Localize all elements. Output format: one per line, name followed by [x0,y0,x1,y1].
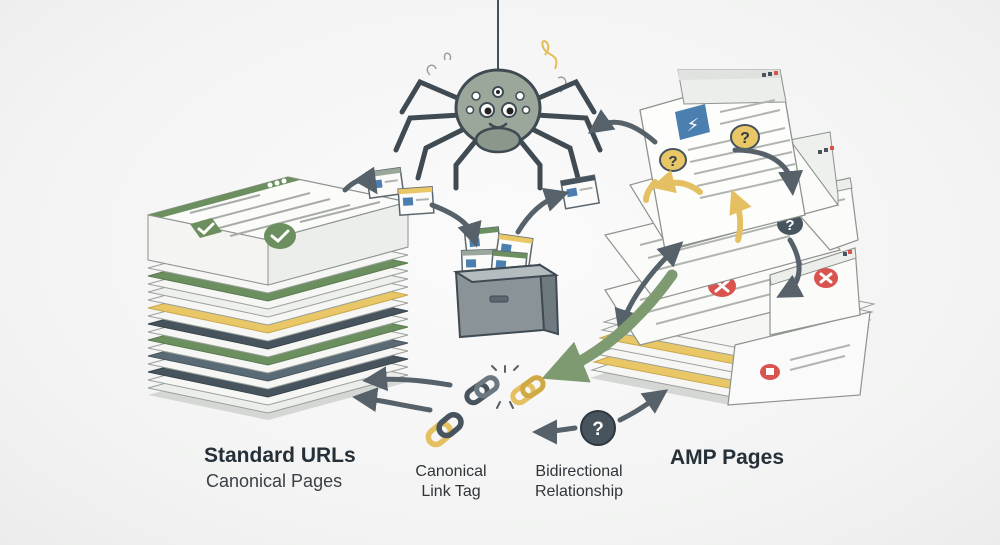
flow-arrows [342,109,805,445]
question-mark-text: ? [592,419,604,440]
yellow-arrow [729,189,752,243]
question-mark-text: ? [740,130,750,147]
bidi-label-line2: Relationship [534,483,624,500]
canonical-label-line2: Link Tag [421,483,481,500]
yellow-arrow [650,169,703,195]
amp-pages-stack: ? ⚡ [590,69,876,406]
standard-pages-stack [147,176,409,420]
url-collection-box-icon [452,226,560,339]
canonical-link-tag-label: Canonical Link Tag [402,462,500,502]
question-mark-text: ? [785,217,794,234]
broken-chain-link-icon [464,365,546,409]
crawler-spider-icon [393,0,603,191]
bolt-glyph: ⚡ [687,115,700,136]
bidirectional-relationship-label: Bidirectional Relationship [520,462,638,502]
canonical-pages-subtitle: Canonical Pages [206,471,343,491]
check-badge-square-icon [190,218,222,238]
standard-urls-title: Standard URLs [204,444,356,467]
question-circle-icon: ? [580,410,616,446]
amp-page-top: ⚡ [639,69,806,251]
canonical-label-line1: Canonical [415,463,487,480]
green-return-arrow [541,269,678,383]
yellow-arrow-tail [643,179,658,203]
question-mark-text: ? [668,153,677,170]
amp-bolt-badge-icon: ⚡ [675,104,710,140]
amp-pages-title: AMP Pages [670,446,784,469]
question-badge-icon: ? [659,148,687,172]
chain-link-icon [425,411,464,448]
bidi-label-line1: Bidirectional [535,463,623,480]
check-badge-circle-icon [264,223,296,249]
question-badge-icon: ? [730,124,760,150]
error-x-icon [814,268,838,288]
page-card-icon [559,174,601,210]
page-card-icon [397,186,435,216]
